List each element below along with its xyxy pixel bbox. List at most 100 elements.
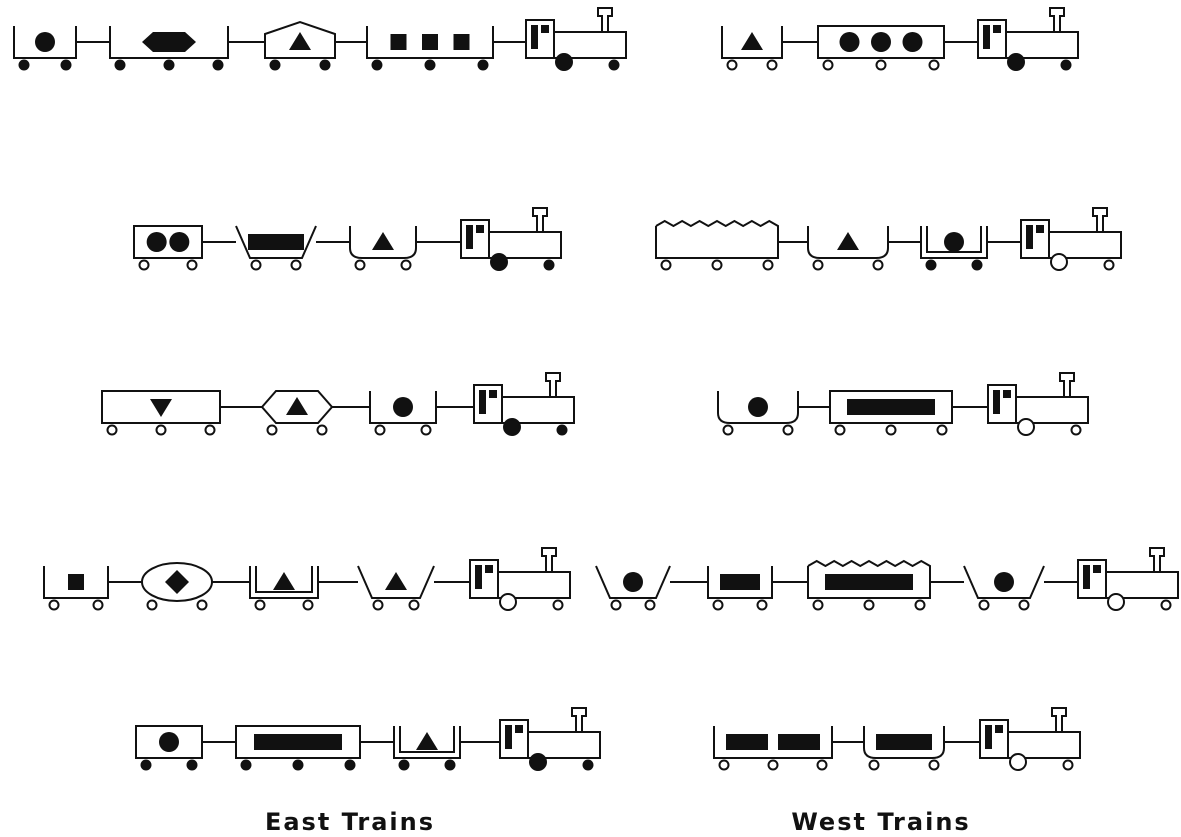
long-rectangle-load bbox=[248, 234, 304, 250]
wheel bbox=[188, 261, 197, 270]
wheel bbox=[20, 61, 29, 70]
wheel bbox=[720, 761, 729, 770]
east-train bbox=[136, 708, 600, 770]
wheel bbox=[865, 601, 874, 610]
long-rectangle-load bbox=[778, 734, 820, 750]
wheel bbox=[256, 601, 265, 610]
engine-cab bbox=[474, 385, 502, 423]
east-trains-caption: East Trains bbox=[200, 808, 500, 836]
circle-load bbox=[147, 232, 167, 252]
circle-load bbox=[35, 32, 55, 52]
wheel bbox=[814, 261, 823, 270]
car-body bbox=[656, 221, 778, 258]
engine-window-small bbox=[1036, 225, 1044, 233]
wheel bbox=[784, 426, 793, 435]
wheel bbox=[930, 61, 939, 70]
engine-window-tall bbox=[1083, 565, 1090, 589]
wheel bbox=[108, 426, 117, 435]
wheel bbox=[374, 601, 383, 610]
triangle-load bbox=[416, 732, 438, 750]
engine-cab bbox=[526, 20, 554, 58]
wheel bbox=[973, 261, 982, 270]
engine-window-tall bbox=[993, 390, 1000, 414]
engine-drive-wheel bbox=[1008, 54, 1024, 70]
wheel bbox=[198, 601, 207, 610]
wheel bbox=[887, 426, 896, 435]
engine-drive-wheel bbox=[556, 54, 572, 70]
triangle-load bbox=[385, 572, 407, 590]
long-rectangle-load bbox=[726, 734, 768, 750]
wheel bbox=[584, 761, 593, 770]
inverted-triangle-load bbox=[150, 399, 172, 417]
engine-drive-wheel bbox=[491, 254, 507, 270]
engine-window-tall bbox=[531, 25, 538, 49]
east-train bbox=[102, 373, 574, 435]
wheel bbox=[321, 61, 330, 70]
engine-drive-wheel bbox=[504, 419, 520, 435]
wheel bbox=[1105, 261, 1114, 270]
long-rectangle-load bbox=[720, 574, 760, 590]
wheel bbox=[376, 426, 385, 435]
wheel bbox=[373, 61, 382, 70]
engine-chimney bbox=[572, 708, 586, 732]
engine-cab bbox=[980, 720, 1008, 758]
engine-chimney bbox=[1060, 373, 1074, 397]
circle-load bbox=[169, 232, 189, 252]
wheel bbox=[1020, 601, 1029, 610]
triangle-load bbox=[289, 32, 311, 50]
wheel bbox=[268, 426, 277, 435]
wheel bbox=[769, 761, 778, 770]
engine-cab bbox=[988, 385, 1016, 423]
long-rectangle-load bbox=[254, 734, 342, 750]
west-train bbox=[656, 208, 1121, 270]
wheel bbox=[304, 601, 313, 610]
wheel bbox=[1064, 761, 1073, 770]
wheel bbox=[714, 601, 723, 610]
wheel bbox=[116, 61, 125, 70]
engine-window-tall bbox=[479, 390, 486, 414]
engine-chimney bbox=[546, 373, 560, 397]
engine-window-tall bbox=[466, 225, 473, 249]
circle-load bbox=[871, 32, 891, 52]
wheel bbox=[426, 61, 435, 70]
wheel bbox=[818, 761, 827, 770]
wheel bbox=[479, 61, 488, 70]
engine-drive-wheel bbox=[1108, 594, 1124, 610]
engine-window-small bbox=[485, 565, 493, 573]
triangle-load bbox=[372, 232, 394, 250]
wheel bbox=[877, 61, 886, 70]
circle-load bbox=[393, 397, 413, 417]
wheel bbox=[402, 261, 411, 270]
wheel bbox=[870, 761, 879, 770]
west-train bbox=[596, 548, 1178, 610]
wheel bbox=[157, 426, 166, 435]
wheel bbox=[927, 261, 936, 270]
wheel bbox=[140, 261, 149, 270]
engine-window-tall bbox=[505, 725, 512, 749]
engine-drive-wheel bbox=[1051, 254, 1067, 270]
wheel bbox=[612, 601, 621, 610]
long-rectangle-load bbox=[847, 399, 935, 415]
wheel bbox=[356, 261, 365, 270]
wheel bbox=[410, 601, 419, 610]
car-body bbox=[134, 226, 202, 258]
engine-drive-wheel bbox=[500, 594, 516, 610]
wheel bbox=[713, 261, 722, 270]
engine-chimney bbox=[1052, 708, 1066, 732]
wheel bbox=[252, 261, 261, 270]
circle-load bbox=[840, 32, 860, 52]
engine-window-small bbox=[515, 725, 523, 733]
east-train bbox=[134, 208, 561, 270]
wheel bbox=[50, 601, 59, 610]
wheel bbox=[662, 261, 671, 270]
engine-chimney bbox=[1150, 548, 1164, 572]
engine-window-small bbox=[541, 25, 549, 33]
engine-drive-wheel bbox=[1010, 754, 1026, 770]
wheel bbox=[1062, 61, 1071, 70]
wheel bbox=[294, 761, 303, 770]
wheel bbox=[836, 426, 845, 435]
engine-cab bbox=[978, 20, 1006, 58]
hexagon-load bbox=[142, 32, 196, 52]
wheel bbox=[1162, 601, 1171, 610]
